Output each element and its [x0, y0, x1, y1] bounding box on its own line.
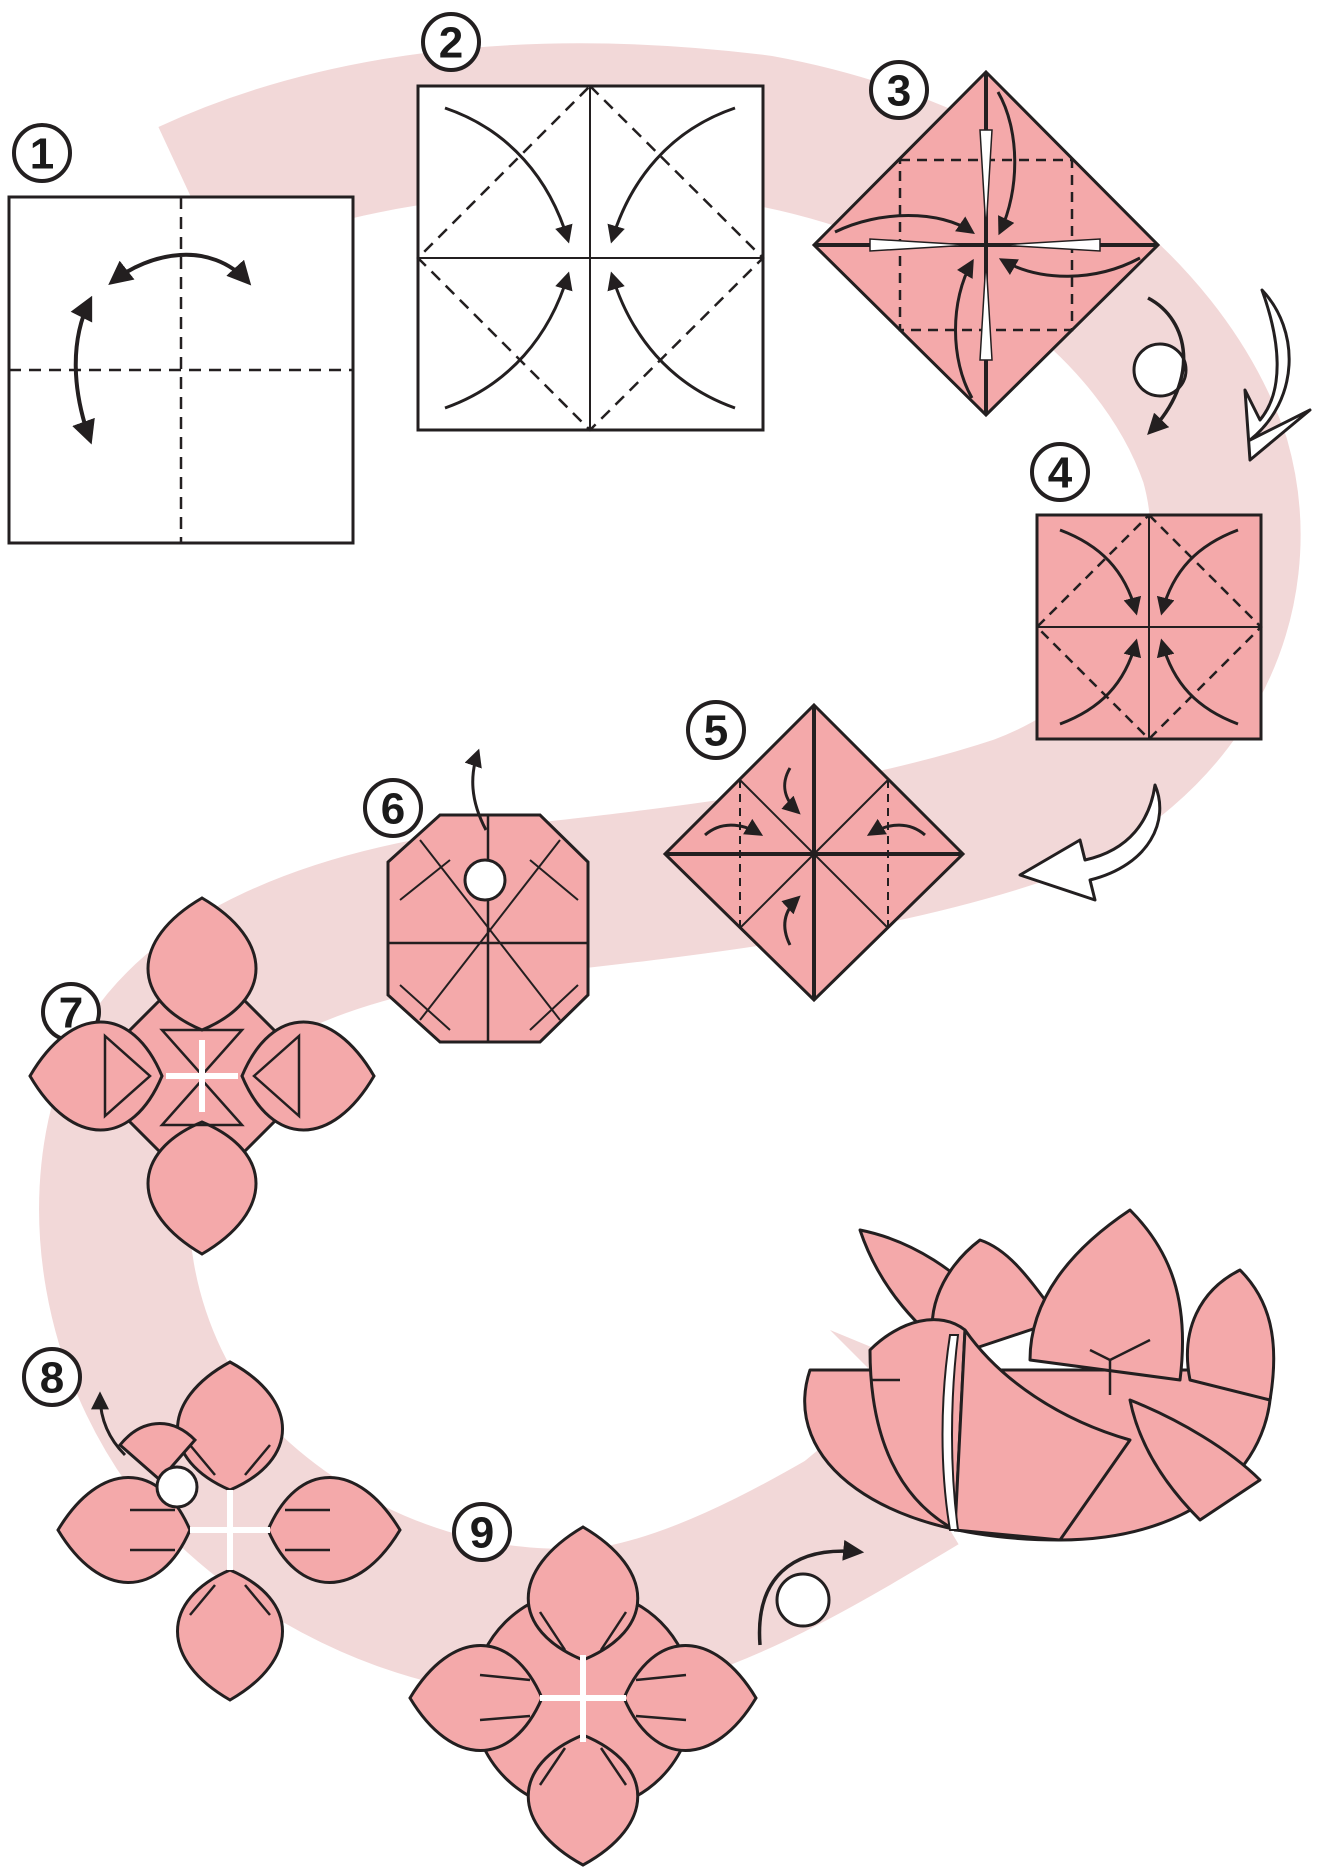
hollow-arrow-icon	[1018, 783, 1162, 902]
step-number-badge: 6	[363, 778, 423, 838]
step-number: 1	[30, 130, 54, 179]
step-number: 9	[470, 1509, 494, 1558]
step-7: 7	[28, 896, 376, 1256]
diagonal-fold-lines	[416, 84, 765, 432]
step-6: 6	[363, 748, 590, 1044]
finished-lotus	[803, 1208, 1276, 1542]
step-number-badge: 3	[869, 60, 929, 120]
fold-arrow-icon	[996, 91, 1017, 236]
step-number: 5	[704, 707, 728, 756]
fold-arrow-icon	[998, 256, 1141, 278]
open-arrow-icon	[464, 748, 488, 831]
four-petal-flower	[28, 896, 376, 1256]
step-number: 8	[40, 1354, 64, 1403]
step-number: 2	[439, 19, 463, 68]
fold-arrow-icon	[607, 106, 736, 244]
step-number-badge: 2	[421, 12, 481, 72]
step-number: 6	[381, 785, 405, 834]
step-3: 3	[811, 60, 1161, 418]
step-number-badge: 5	[686, 700, 746, 760]
step-2: 2	[416, 12, 765, 432]
four-petal-flower	[56, 1360, 402, 1702]
fold-arrow-icon	[444, 271, 573, 410]
turn-over-icon	[1132, 296, 1188, 436]
step-number-badge: 4	[1030, 442, 1090, 502]
fold-arrow-icon	[607, 271, 736, 410]
fold-arrow-icon	[108, 252, 252, 286]
circle-marker-icon	[155, 1465, 199, 1509]
fold-arrow-icon	[70, 295, 95, 445]
step-5: 5	[662, 700, 966, 1003]
hollow-arrow-icon	[1243, 288, 1312, 462]
step-number-badge: 1	[12, 123, 72, 183]
step-4: 4	[1030, 442, 1263, 741]
fold-arrow-icon	[444, 106, 573, 244]
fold-arrow-icon	[834, 214, 975, 235]
circle-marker-icon	[463, 858, 507, 902]
step-1: 1	[7, 123, 355, 545]
open-arrow-icon	[91, 1391, 127, 1457]
step-9: 9	[408, 1502, 758, 1867]
step-8: 8	[22, 1347, 402, 1702]
step-number: 3	[887, 67, 911, 116]
step-number-badge: 9	[452, 1502, 512, 1562]
turn-over-icon	[757, 1539, 865, 1646]
fold-arrow-icon	[954, 258, 974, 399]
step-number-badge: 8	[22, 1347, 82, 1407]
step-number: 4	[1048, 449, 1073, 498]
